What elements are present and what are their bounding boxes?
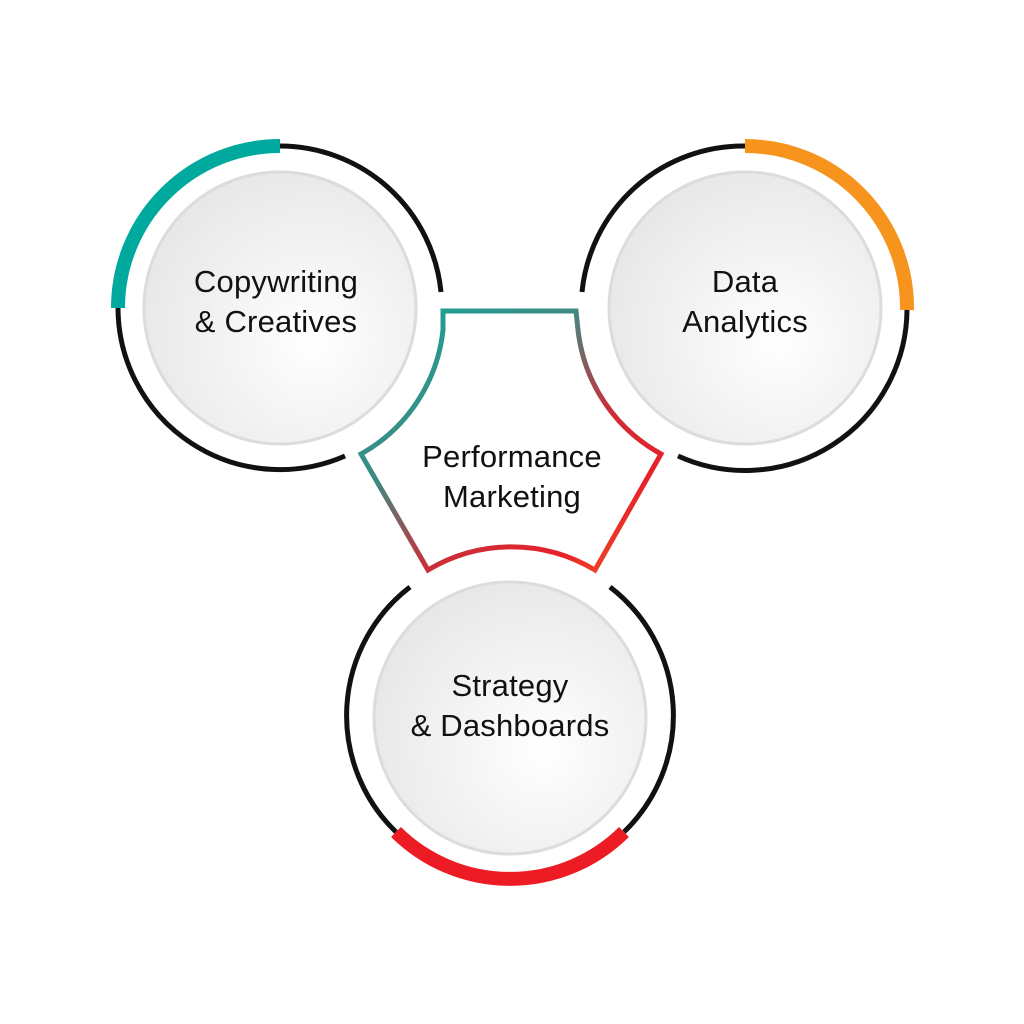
ring-arc-black: [676, 309, 910, 473]
node-label-line1: Copywriting: [193, 264, 359, 299]
ring-arc-black: [608, 585, 676, 834]
ring-arc-black: [579, 143, 746, 293]
ring-arc-black: [115, 307, 347, 473]
node-copywriting-creatives: [111, 139, 444, 473]
node-label-line1: Strategy: [451, 668, 569, 703]
center-label: Performance Marketing: [422, 437, 602, 517]
node-disk: [372, 580, 648, 856]
node-disk: [607, 170, 883, 446]
node-label-line2: Analytics: [682, 304, 808, 339]
center-hexagon: [357, 308, 665, 574]
node-label-copywriting: Copywriting & Creatives: [194, 262, 358, 342]
ring-arc-black: [279, 143, 444, 293]
center-label-line2: Marketing: [443, 479, 581, 514]
node-label-line2: & Dashboards: [410, 708, 610, 743]
node-label-strategy: Strategy & Dashboards: [411, 666, 610, 746]
node-label-line2: & Creatives: [194, 304, 358, 339]
center-label-line1: Performance: [422, 439, 602, 474]
node-strategy-dashboards: [344, 580, 676, 886]
node-data-analytics: [579, 139, 915, 473]
ring-arc-black: [344, 585, 412, 834]
node-label-data-analytics: Data Analytics: [682, 262, 808, 342]
node-disk: [142, 170, 418, 446]
node-label-line1: Data: [711, 264, 779, 299]
accent-arc-orange: [744, 139, 915, 311]
accent-arc-red: [391, 827, 629, 886]
accent-arc-teal: [111, 139, 281, 309]
